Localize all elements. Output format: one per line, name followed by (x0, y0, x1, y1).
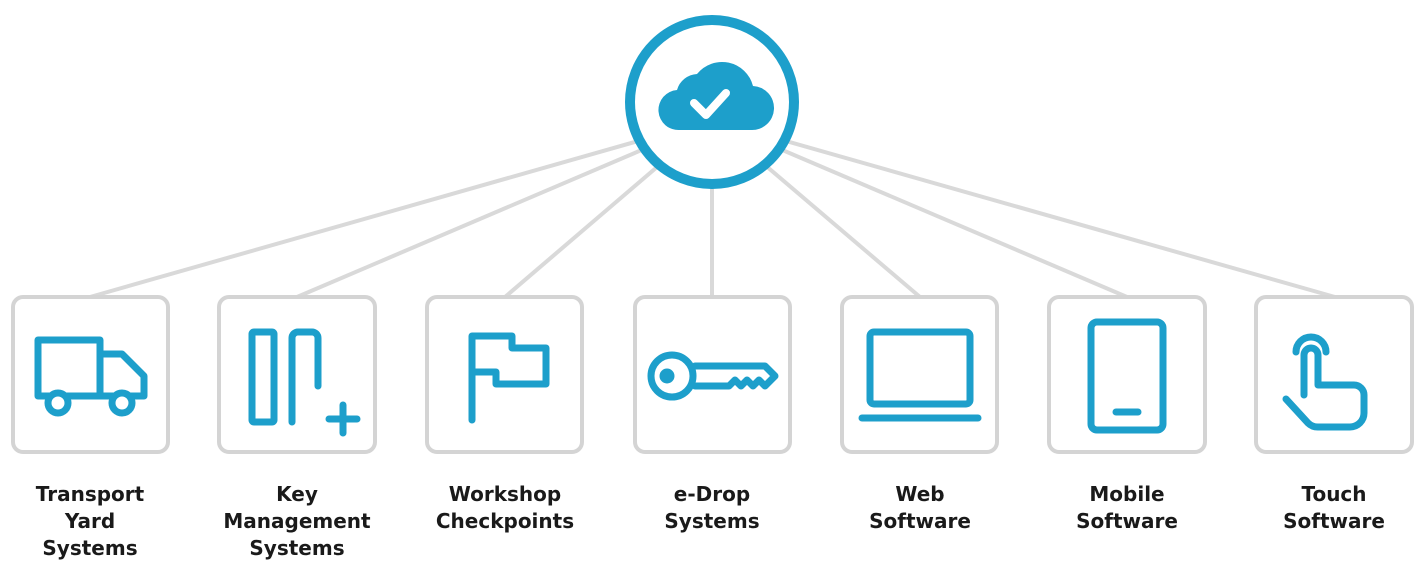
node-box-web-software (840, 295, 999, 454)
node-box-key-management (217, 295, 377, 454)
connector-transport-yard (89, 118, 713, 299)
truck-icon (34, 336, 148, 417)
laptop-icon (858, 328, 982, 422)
label-web-software: Web Software (869, 482, 971, 533)
node-box-mobile-software (1047, 295, 1207, 454)
touch-finger-icon (1282, 333, 1368, 431)
label-e-drop: e-Drop Systems (664, 482, 760, 533)
flag-icon (468, 332, 550, 424)
node-box-transport-yard (11, 295, 170, 454)
node-box-e-drop (633, 295, 792, 454)
label-transport-yard: Transport Yard Systems (35, 482, 145, 560)
connector-touch-software (711, 118, 1336, 299)
label-workshop-checkpoints: Workshop Checkpoints (435, 482, 575, 533)
label-mobile-software: Mobile Software (1076, 482, 1178, 533)
label-touch-software: Touch Software (1283, 482, 1385, 533)
label-key-management: Key Management Systems (223, 482, 371, 560)
node-box-touch-software (1254, 295, 1414, 454)
key-cabinet-icon (248, 328, 361, 437)
cloud-check-icon (658, 61, 775, 131)
mobile-phone-icon (1087, 318, 1167, 434)
key-icon (647, 351, 779, 401)
node-box-workshop-checkpoints (425, 295, 584, 454)
hub-node (625, 15, 799, 189)
